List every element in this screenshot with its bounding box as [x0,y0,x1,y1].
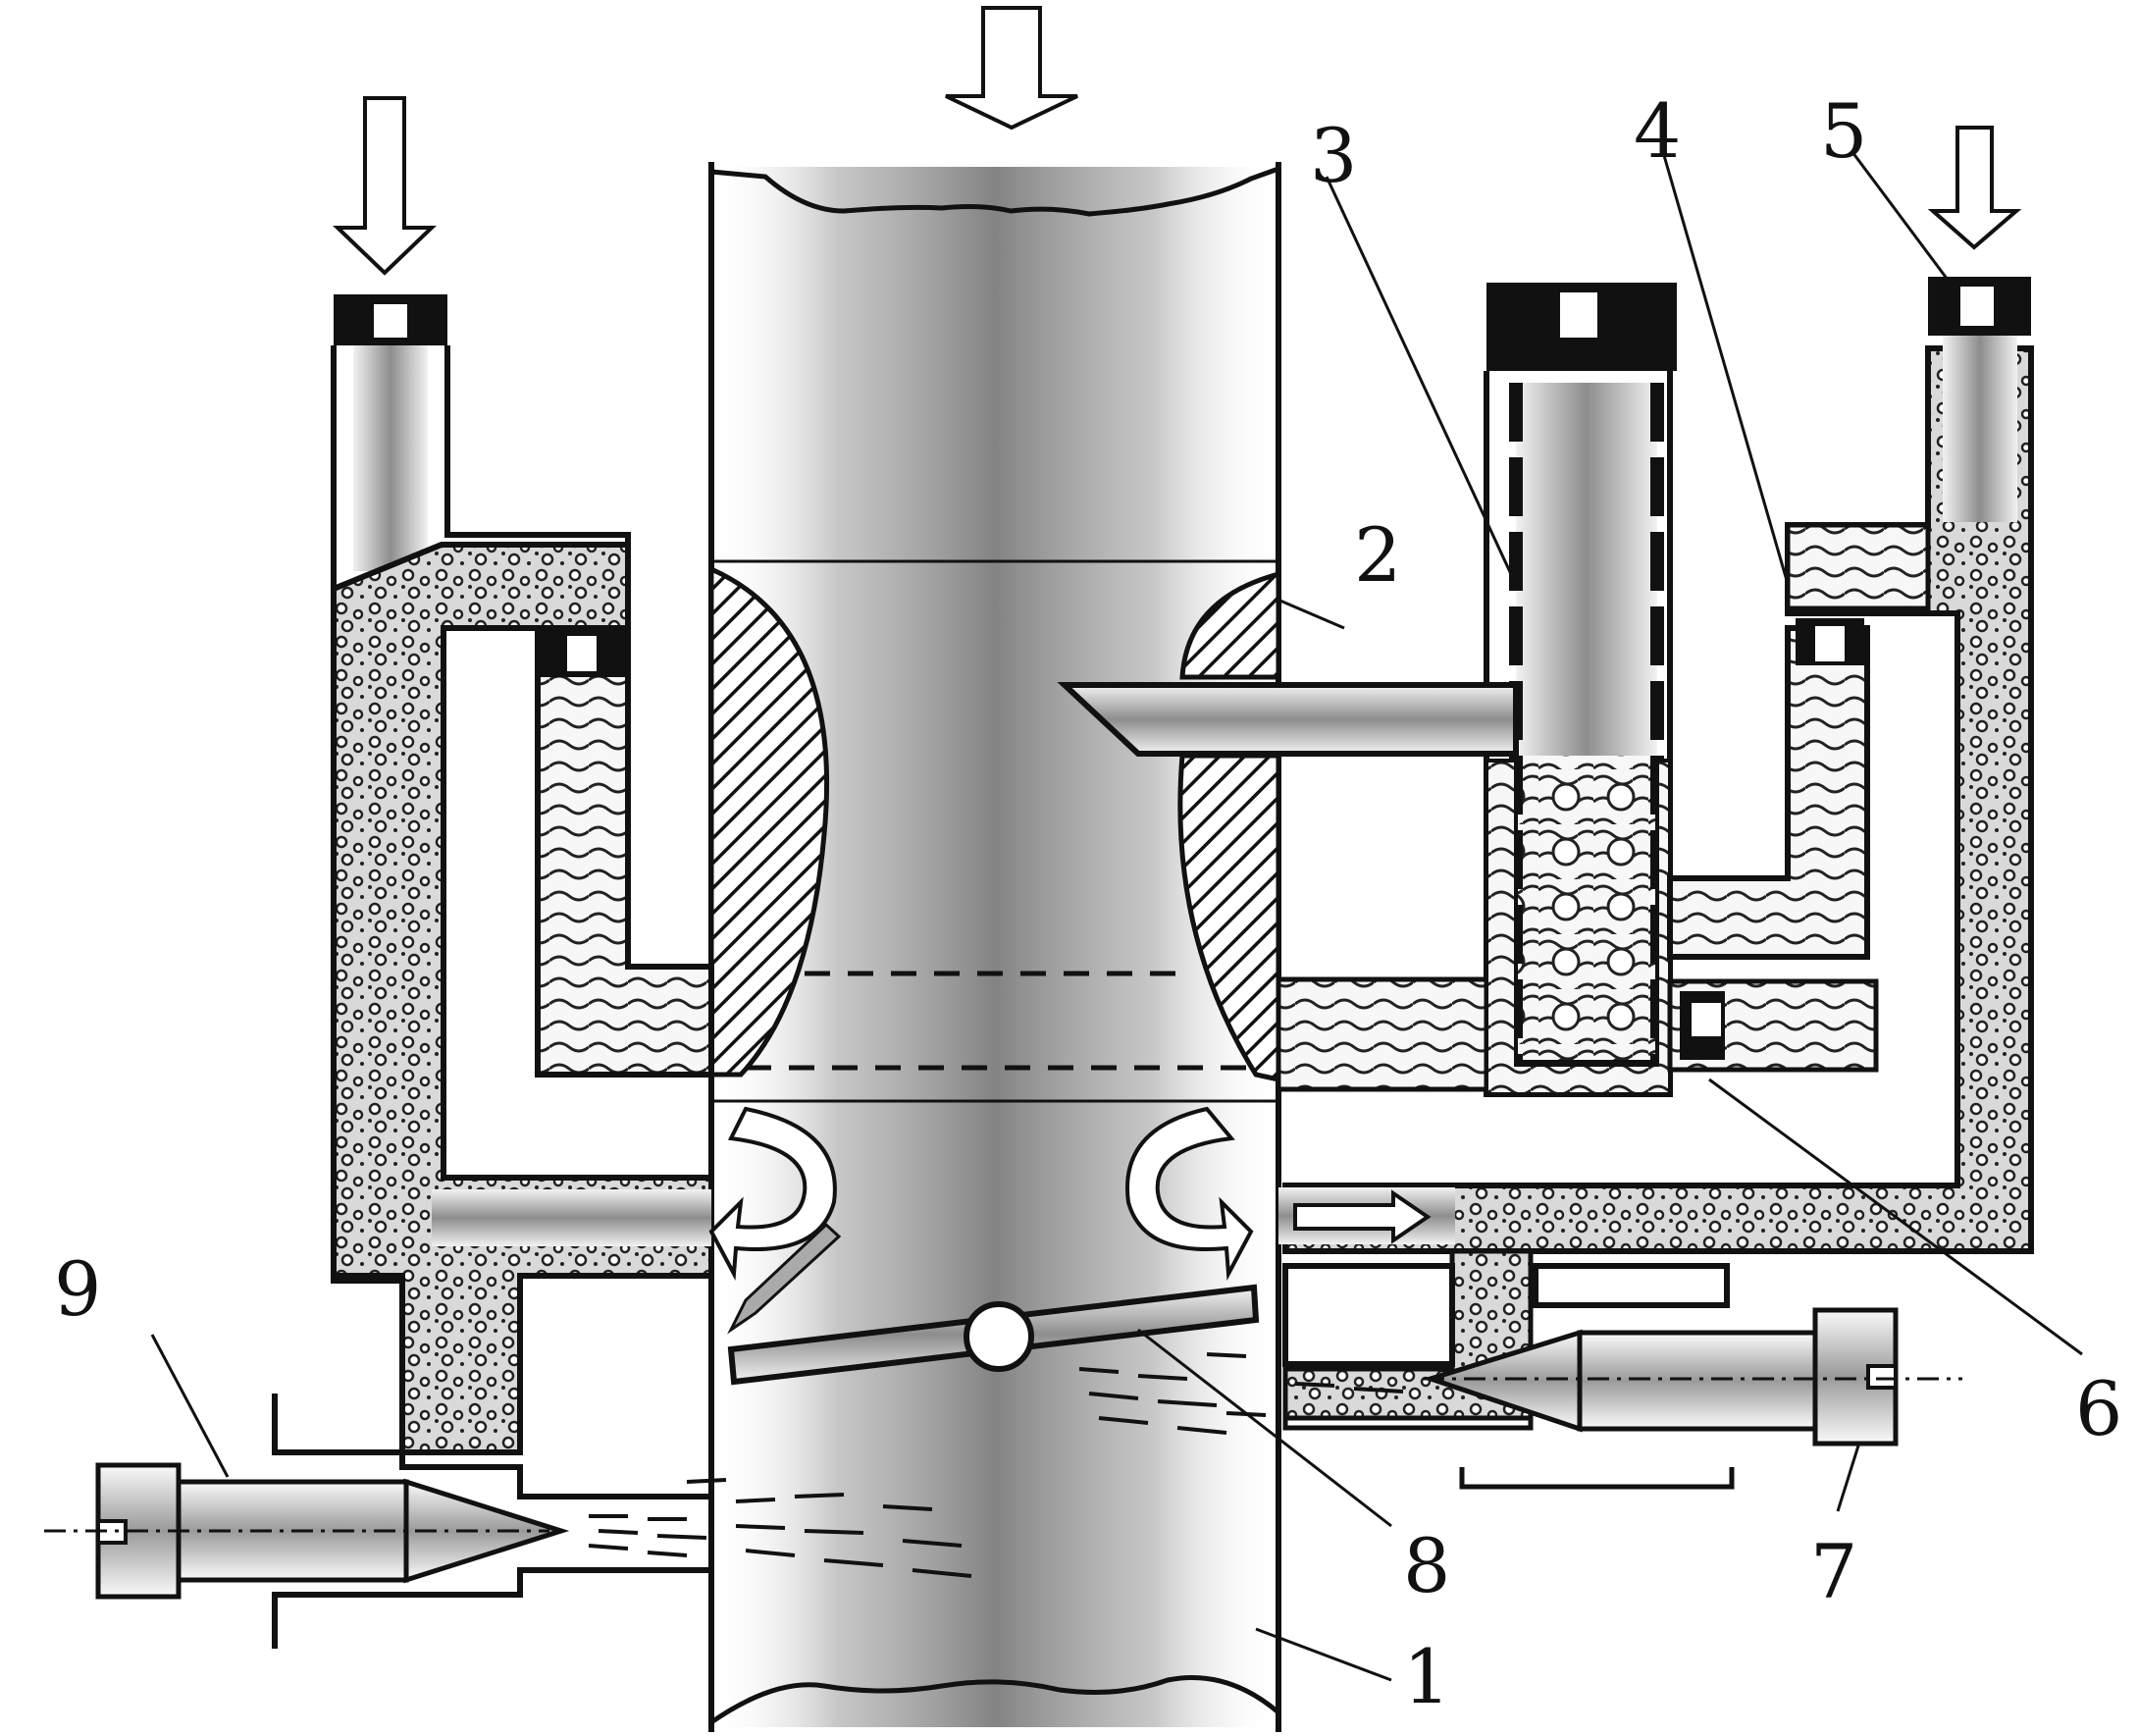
left-air-jet-hole [374,304,407,338]
left-fuel-system [44,96,972,1649]
idle-passage-block [1282,1263,1455,1367]
label-4: 4 [1634,87,1681,175]
emulsion-bubbles [1516,756,1657,1070]
right-screw-housing [1282,1418,1735,1490]
barrel-top-break [710,166,1279,217]
main-discharge-nozzle [1057,682,1519,757]
leader-8 [1137,1328,1392,1528]
left-air-tube [353,345,428,571]
float-chamber-fuel [1667,625,1870,960]
left-outer-wall [331,345,402,1284]
right-inlet-arrow [1927,126,2022,250]
idle-air-tube [1943,336,2017,522]
left-fuel-jet-hole [567,636,597,671]
idle-fuel-jet-hole [1815,626,1845,661]
screw7-needle [1422,1329,1583,1433]
leader-9 [150,1334,230,1478]
main-air-jet-hole [1560,292,1597,338]
leader-7 [1836,1442,1861,1512]
right-transfer-arrow [1293,1189,1432,1244]
label-6: 6 [2075,1365,2122,1452]
right-fuel-system [1057,126,2034,1490]
right-upper-connector [1785,522,1931,611]
leader-6 [1708,1078,2083,1356]
well-fuel [1485,759,1672,1096]
label-8: 8 [1403,1522,1450,1609]
left-flow-arrow [708,1106,837,1281]
bypass-slot [1533,1263,1730,1308]
right-flow-arrow [1125,1106,1254,1281]
label-9: 9 [54,1245,101,1333]
label-7: 7 [1810,1528,1857,1615]
left-fuel-chamber [535,625,714,1078]
left-transfer-tube [432,1189,711,1246]
idle-mixture-screw [44,1462,570,1600]
main-fuel-channel [1276,976,1489,1092]
leader-5 [1850,151,1950,281]
main-fuel-jet-hole [1692,1003,1721,1036]
label-3: 3 [1310,112,1357,199]
screw7-slot [1866,1364,1898,1390]
left-upper-wall [444,345,631,967]
leader-4 [1661,151,1790,585]
barrel-bottom-break [709,1675,1280,1725]
air-inlet-arrow [945,6,1078,131]
left-screw-housing [272,1394,714,1649]
leader-lines [150,151,2083,1682]
venturi-left [708,565,829,1078]
left-inlet-arrow [333,96,437,276]
leader-1 [1255,1627,1392,1682]
left-spray [588,1478,972,1578]
screw7-shaft [1577,1330,1818,1432]
label-5: 5 [1820,87,1867,175]
throttle-plate [727,1284,1260,1386]
leader-3 [1325,176,1513,575]
venturi-right-upper [1179,570,1281,680]
leader-2 [1275,597,1345,630]
idle-air-jet-hole [1960,287,1994,326]
label-1: 1 [1403,1633,1450,1720]
idle-adjust-screw [1422,1307,1962,1447]
venturi-right-lower [1177,753,1281,1083]
down-flow-arrow [727,1222,842,1335]
throttle-shaft [964,1301,1034,1372]
label-2: 2 [1354,511,1401,599]
